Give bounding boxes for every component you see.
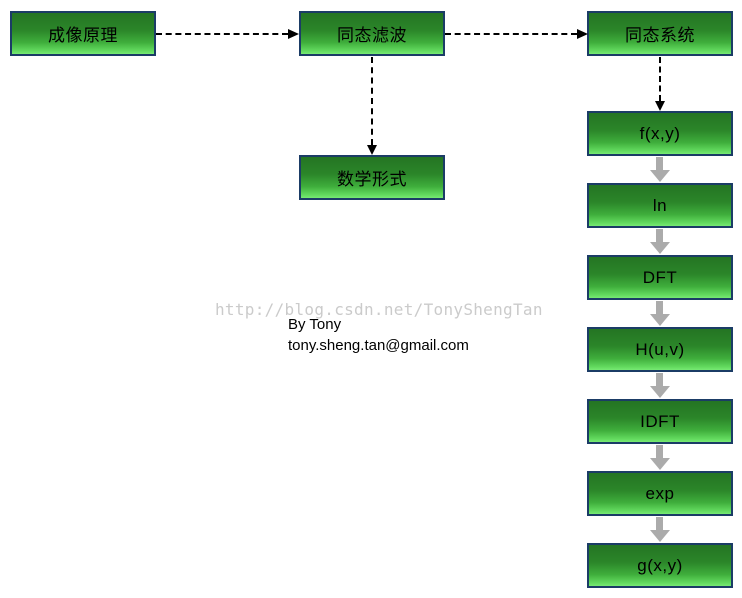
arrow-imaging-to-filter-line: [156, 33, 288, 35]
arrow-filter-to-math-head-icon: [367, 145, 377, 155]
node-dft: DFT: [587, 255, 733, 300]
arrow-system-to-fxy-line: [659, 57, 661, 101]
arrow-exp-to-gxy-stem: [656, 517, 663, 530]
arrow-huv-to-idft-head-icon: [650, 386, 670, 398]
arrow-filter-to-system-line: [445, 33, 577, 35]
arrow-fxy-to-ln-stem: [656, 157, 663, 170]
node-exp: exp: [587, 471, 733, 516]
node-ln: ln: [587, 183, 733, 228]
arrow-exp-to-gxy-head-icon: [650, 530, 670, 542]
arrow-ln-to-dft-stem: [656, 229, 663, 242]
arrow-huv-to-idft-stem: [656, 373, 663, 386]
arrow-dft-to-huv-head-icon: [650, 314, 670, 326]
arrow-dft-to-huv-stem: [656, 301, 663, 314]
arrow-system-to-fxy-head-icon: [655, 101, 665, 111]
arrow-idft-to-exp-head-icon: [650, 458, 670, 470]
watermark-url: http://blog.csdn.net/TonyShengTan: [215, 300, 543, 319]
node-gxy: g(x,y): [587, 543, 733, 588]
node-homomorphic-filtering: 同态滤波: [299, 11, 445, 56]
author-byline: By Tony: [288, 316, 342, 333]
node-imaging-principle: 成像原理: [10, 11, 156, 56]
arrow-fxy-to-ln-head-icon: [650, 170, 670, 182]
arrow-imaging-to-filter-head-icon: [288, 29, 299, 39]
arrow-idft-to-exp-stem: [656, 445, 663, 458]
node-huv: H(u,v): [587, 327, 733, 372]
node-idft: IDFT: [587, 399, 733, 444]
arrow-filter-to-math-line: [371, 57, 373, 145]
arrow-filter-to-system-head-icon: [577, 29, 588, 39]
node-fxy: f(x,y): [587, 111, 733, 156]
arrow-ln-to-dft-head-icon: [650, 242, 670, 254]
author-email: tony.sheng.tan@gmail.com: [288, 337, 469, 354]
node-homomorphic-system: 同态系统: [587, 11, 733, 56]
node-mathematical-form: 数学形式: [299, 155, 445, 200]
